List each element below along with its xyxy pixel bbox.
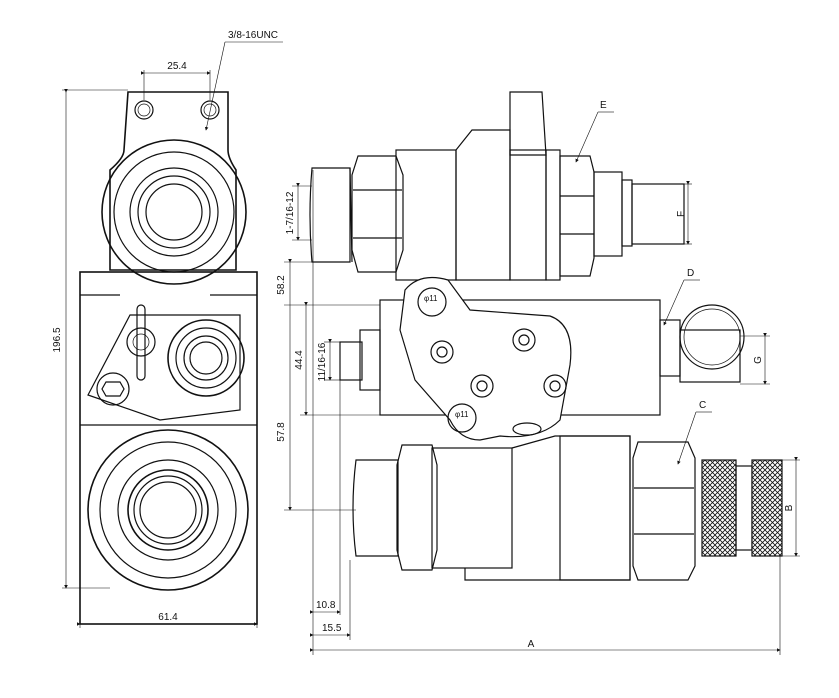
- top-coupler: [559, 155, 595, 277]
- pin-circle: [126, 327, 156, 357]
- top-lever: [509, 91, 547, 156]
- callout-d: D: [687, 268, 694, 279]
- mounting-hole-right: [200, 100, 220, 120]
- mounting-plate: [399, 277, 572, 441]
- top-plug: [631, 183, 685, 245]
- dim-44-4: 44.4: [294, 350, 305, 370]
- top-body: [395, 149, 457, 281]
- top-hex-nut: [351, 155, 404, 273]
- dim-15-5: 15.5: [322, 623, 342, 634]
- dim-10-8: 10.8: [316, 600, 336, 611]
- mounting-tab: [109, 91, 237, 271]
- screw-3: [470, 374, 494, 398]
- callout-e: E: [600, 100, 607, 111]
- left-side-view: 196.5 61.4 25.4 3/8-16UNC: [52, 30, 283, 628]
- plate-hole-top: [417, 287, 447, 317]
- right-front-view: φ11 φ11 A 15.5: [276, 91, 800, 655]
- dim-196-5: 196.5: [52, 327, 63, 352]
- hole-dia-2: φ11: [455, 410, 469, 419]
- thread-11-16-16: 11/16-16: [317, 342, 328, 381]
- dim-61-4: 61.4: [158, 612, 178, 623]
- bottom-coupler-nut: [632, 441, 696, 581]
- diamond-plate: [87, 314, 241, 421]
- middle-port: [167, 319, 245, 397]
- thread-1-7-16-12: 1-7/16-12: [285, 191, 296, 234]
- left-body: [79, 271, 258, 625]
- bottom-hex-nut: [396, 444, 438, 571]
- dim-f: F: [676, 211, 687, 217]
- knurl-sleeve-2: [751, 459, 783, 557]
- bottom-port: [87, 429, 249, 591]
- dim-58-2: 58.2: [276, 275, 287, 295]
- screw-2: [512, 328, 536, 352]
- thread-label-3-8-16unc: 3/8-16UNC: [228, 30, 278, 41]
- dim-g: G: [753, 356, 764, 364]
- dim-b: B: [784, 504, 795, 511]
- screw-4: [543, 374, 567, 398]
- plate-hole-bottom: [447, 403, 477, 433]
- knurl-sleeve-1: [701, 459, 737, 557]
- screw-1: [430, 340, 454, 364]
- hex-socket: [96, 372, 130, 406]
- bottom-body: [431, 447, 513, 569]
- pull-ring: [679, 304, 745, 370]
- top-port-outer: [101, 139, 247, 285]
- dim-25-4: 25.4: [167, 61, 187, 72]
- dim-a: A: [528, 639, 535, 650]
- mounting-hole-left: [134, 100, 154, 120]
- small-nipple: [339, 341, 363, 381]
- hole-dia-1: φ11: [424, 294, 438, 303]
- middle-coupler: [679, 329, 741, 383]
- dim-57-8: 57.8: [276, 422, 287, 442]
- callout-c: C: [699, 400, 706, 411]
